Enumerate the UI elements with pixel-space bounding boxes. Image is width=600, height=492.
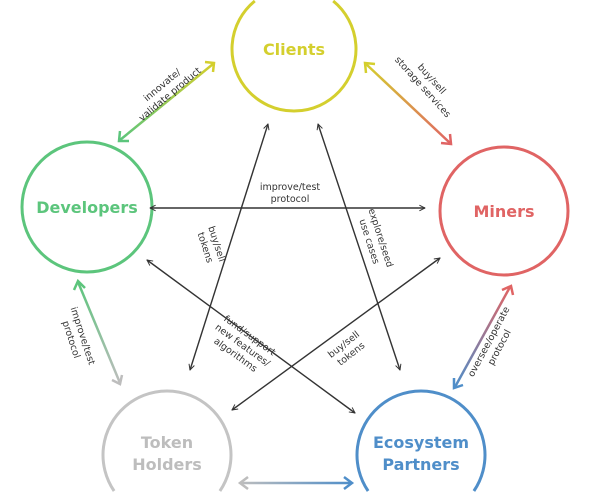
developers-label: Developers <box>36 198 138 217</box>
edge-label-dev-clients: innovate/validate product <box>129 56 204 124</box>
edge-label-clients-eco: explore/seeduse cases <box>354 207 395 272</box>
edge-label-clients-token: buy/selltokens <box>194 225 227 267</box>
arrow-dev-token <box>76 281 122 384</box>
edge-label-miners-token: buy/selltokens <box>326 329 369 370</box>
arrowhead-icon <box>72 278 86 291</box>
ecosystem-label-2: Partners <box>382 455 459 474</box>
ecosystem-label-1: Ecosystem <box>373 433 469 452</box>
token-holders-label-1: Token <box>141 433 193 452</box>
arrow-dev-clients <box>119 63 214 141</box>
arrowhead-icon <box>204 60 216 73</box>
arrowhead-icon <box>111 374 124 386</box>
arrowhead-icon <box>501 284 515 296</box>
edge-label-dev-eco: fund/supportnew features/algorithms <box>206 312 280 379</box>
arrowhead-icon <box>237 476 249 490</box>
miners-label: Miners <box>473 202 534 221</box>
arrowhead-icon <box>117 130 129 143</box>
arrowhead-icon <box>363 61 376 74</box>
arrowhead-icon <box>452 378 464 390</box>
arrowhead-icon <box>440 133 453 146</box>
arrow-clients-miners <box>365 63 451 144</box>
clients-node <box>230 0 358 113</box>
arrowhead-icon <box>343 476 355 490</box>
token-holders-label-2: Holders <box>132 455 202 474</box>
miners-node <box>438 145 570 277</box>
clients-label: Clients <box>263 40 325 59</box>
arrow-miners-eco <box>453 286 512 388</box>
arrow-miners-token <box>232 258 440 410</box>
edge-label-clients-miners: buy/sellstorage services <box>392 47 461 120</box>
